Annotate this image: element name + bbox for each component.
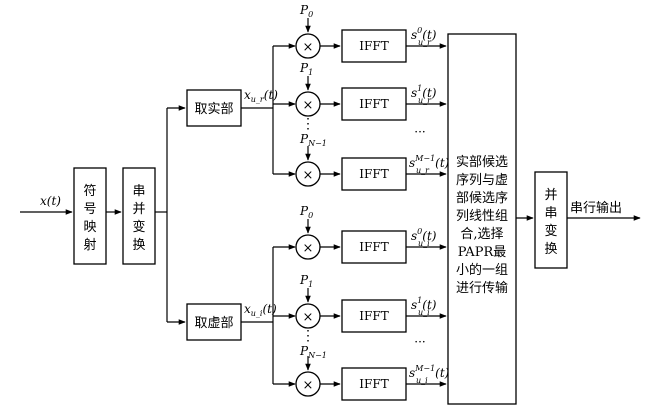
- output-label: 串行输出: [570, 200, 622, 216]
- combiner-text: 实部候选 序列与虚 部候选序 列线性组 合,选择 PAPR最 小的一组 进行传输: [456, 155, 508, 296]
- real-branch-bus: [241, 46, 274, 174]
- ifft-label-real-n: IFFT: [359, 167, 388, 181]
- svg-text:列线性组: 列线性组: [456, 209, 508, 224]
- imag-output-0: s0(t): [411, 227, 437, 243]
- real-output-n-sub: u_r: [416, 166, 430, 175]
- multiply-symbol-imag-n: ×: [303, 378, 314, 393]
- phase-label-real-1: P1: [299, 61, 313, 77]
- combiner-box: [447, 33, 517, 405]
- imag-out-label: xu_i(t): [244, 302, 277, 318]
- serial-to-parallel-text: 串 并 变 换: [132, 184, 145, 253]
- phase-label-imag-0: P0: [299, 204, 313, 220]
- imag-output-n-sub: u_i: [416, 376, 428, 385]
- phase-label-real-n: PN−1: [299, 132, 327, 148]
- split-lines: [155, 108, 168, 322]
- ifft-real-1: [341, 87, 407, 121]
- phase-ellipsis-real: ⋮: [301, 116, 315, 132]
- multiply-symbol-real-0: ×: [303, 40, 314, 55]
- symbol-mapping-text: 符 号 映 射: [83, 183, 96, 253]
- real-output-0-sub: u_r: [418, 38, 432, 47]
- svg-text:变: 变: [132, 219, 145, 235]
- svg-text:进行传输: 进行传输: [456, 280, 508, 296]
- ifft-label-real-0: IFFT: [359, 39, 388, 53]
- serial-to-parallel-box: [122, 167, 156, 265]
- svg-text:并: 并: [132, 202, 145, 217]
- svg-text:小的一组: 小的一组: [456, 262, 508, 278]
- take-imag-label: 取虚部: [194, 316, 233, 331]
- symbol-mapping-box: [73, 167, 107, 265]
- real-output-1: s1(t): [411, 84, 437, 100]
- input-label: x(t): [40, 194, 61, 208]
- phase-label-imag-1: P1: [299, 273, 313, 289]
- svg-text:序列与虚: 序列与虚: [456, 173, 508, 188]
- ifft-imag-n: [341, 367, 407, 401]
- svg-text:串: 串: [132, 184, 145, 199]
- phase-ellipsis-imag: ⋮: [301, 328, 315, 344]
- svg-text:并: 并: [544, 188, 557, 203]
- svg-text:实部候选: 实部候选: [456, 155, 508, 170]
- real-output-1-sub: u_r: [418, 96, 432, 105]
- take-real-label: 取实部: [194, 102, 233, 117]
- ifft-label-imag-n: IFFT: [359, 377, 388, 391]
- svg-text:部候选序: 部候选序: [456, 191, 508, 206]
- svg-text:PAPR最: PAPR最: [458, 245, 506, 260]
- take-real-box: [186, 89, 242, 127]
- real-out-label: xu_r(t): [244, 88, 278, 104]
- output-ellipsis-imag: ···: [414, 335, 425, 349]
- phase-label-imag-n: PN−1: [299, 344, 327, 360]
- ifft-real-0: [341, 29, 407, 63]
- multiply-symbol-real-n: ×: [303, 168, 314, 183]
- phase-label-real-0: P0: [299, 3, 313, 19]
- svg-text:符: 符: [83, 183, 96, 199]
- svg-text:换: 换: [544, 242, 557, 257]
- multiply-symbol-imag-0: ×: [303, 241, 314, 256]
- svg-text:合,选择: 合,选择: [460, 227, 503, 242]
- imag-output-n: sM−1(t): [409, 364, 450, 380]
- svg-text:号: 号: [83, 202, 96, 217]
- ifft-imag-1: [341, 299, 407, 333]
- ifft-real-n: [341, 157, 407, 191]
- ifft-label-real-1: IFFT: [359, 97, 388, 111]
- svg-text:换: 换: [132, 238, 145, 253]
- ifft-label-imag-1: IFFT: [359, 309, 388, 323]
- imag-output-1: s1(t): [411, 296, 437, 312]
- svg-text:射: 射: [83, 237, 96, 253]
- ifft-label-imag-0: IFFT: [359, 240, 388, 254]
- svg-text:变: 变: [544, 223, 557, 239]
- parallel-to-serial-text: 并 串 变 换: [544, 188, 557, 257]
- parallel-to-serial-box: [534, 171, 568, 269]
- real-output-0: s0(t): [411, 26, 437, 42]
- multiply-symbol-real-1: ×: [303, 98, 314, 113]
- take-imag-box: [186, 303, 242, 341]
- output-ellipsis-real: ···: [414, 125, 425, 139]
- imag-output-1-sub: u_i: [418, 308, 430, 317]
- svg-text:映: 映: [83, 220, 96, 235]
- imag-output-0-sub: u_i: [418, 239, 430, 248]
- real-output-n: sM−1(t): [409, 154, 450, 170]
- svg-text:串: 串: [544, 206, 557, 221]
- multiply-symbol-imag-1: ×: [303, 310, 314, 325]
